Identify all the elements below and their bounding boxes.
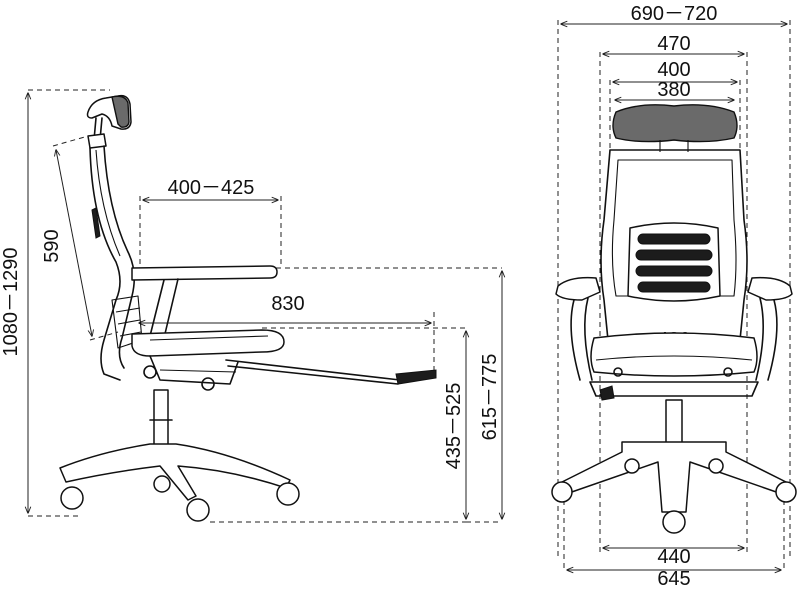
dim-total-height: 1080－1290 — [0, 89, 110, 517]
front-casters — [551, 458, 797, 534]
side-backrest — [89, 147, 121, 381]
label-armrest-depth: 400－425 — [168, 177, 255, 199]
label-total-height: 1080－1290 — [0, 248, 22, 357]
dim-backrest-width: 400 — [609, 59, 741, 148]
label-backrest-width: 400 — [657, 59, 690, 81]
dim-seat-height: 435－525 — [210, 327, 466, 523]
dim-base-outer-width: 645 — [563, 500, 785, 589]
side-base — [59, 443, 291, 501]
front-view: 690－720 470 400 380 480 440 — [551, 3, 797, 589]
front-armrest-left — [555, 276, 601, 301]
dim-headrest-width: 380 — [615, 79, 734, 101]
label-armrest-width: 470 — [657, 33, 690, 55]
dim-backrest-height: 590 — [41, 135, 119, 341]
dim-armrest-depth: 400－425 — [139, 177, 282, 268]
label-footrest-depth: 830 — [271, 293, 304, 315]
label-armrest-height: 615－775 — [479, 354, 501, 441]
dim-armrest-height: 615－775 — [276, 267, 502, 523]
label-headrest-width: 380 — [657, 79, 690, 101]
label-base-outer-width: 645 — [657, 568, 690, 589]
front-chair-illustration — [551, 104, 797, 534]
front-base — [557, 441, 791, 513]
side-chair-illustration — [59, 94, 437, 522]
label-overall-width: 690－720 — [631, 3, 718, 25]
front-seat — [590, 332, 758, 377]
side-view: 1080－1290 590 400－425 830 435－525 — [0, 89, 502, 523]
front-armrest-right — [747, 276, 793, 301]
front-headrest — [612, 104, 738, 143]
front-gas-lift — [665, 399, 683, 447]
side-casters — [60, 475, 300, 522]
dim-base-inner-width: 440 — [603, 546, 744, 568]
dim-footrest-depth: 830 — [139, 293, 435, 376]
label-base-inner-width: 440 — [657, 546, 690, 568]
side-armrest — [131, 265, 278, 281]
side-seat — [131, 329, 285, 357]
side-footrest — [225, 359, 401, 381]
label-backrest-height: 590 — [41, 229, 63, 262]
label-seat-height: 435－525 — [443, 383, 465, 470]
